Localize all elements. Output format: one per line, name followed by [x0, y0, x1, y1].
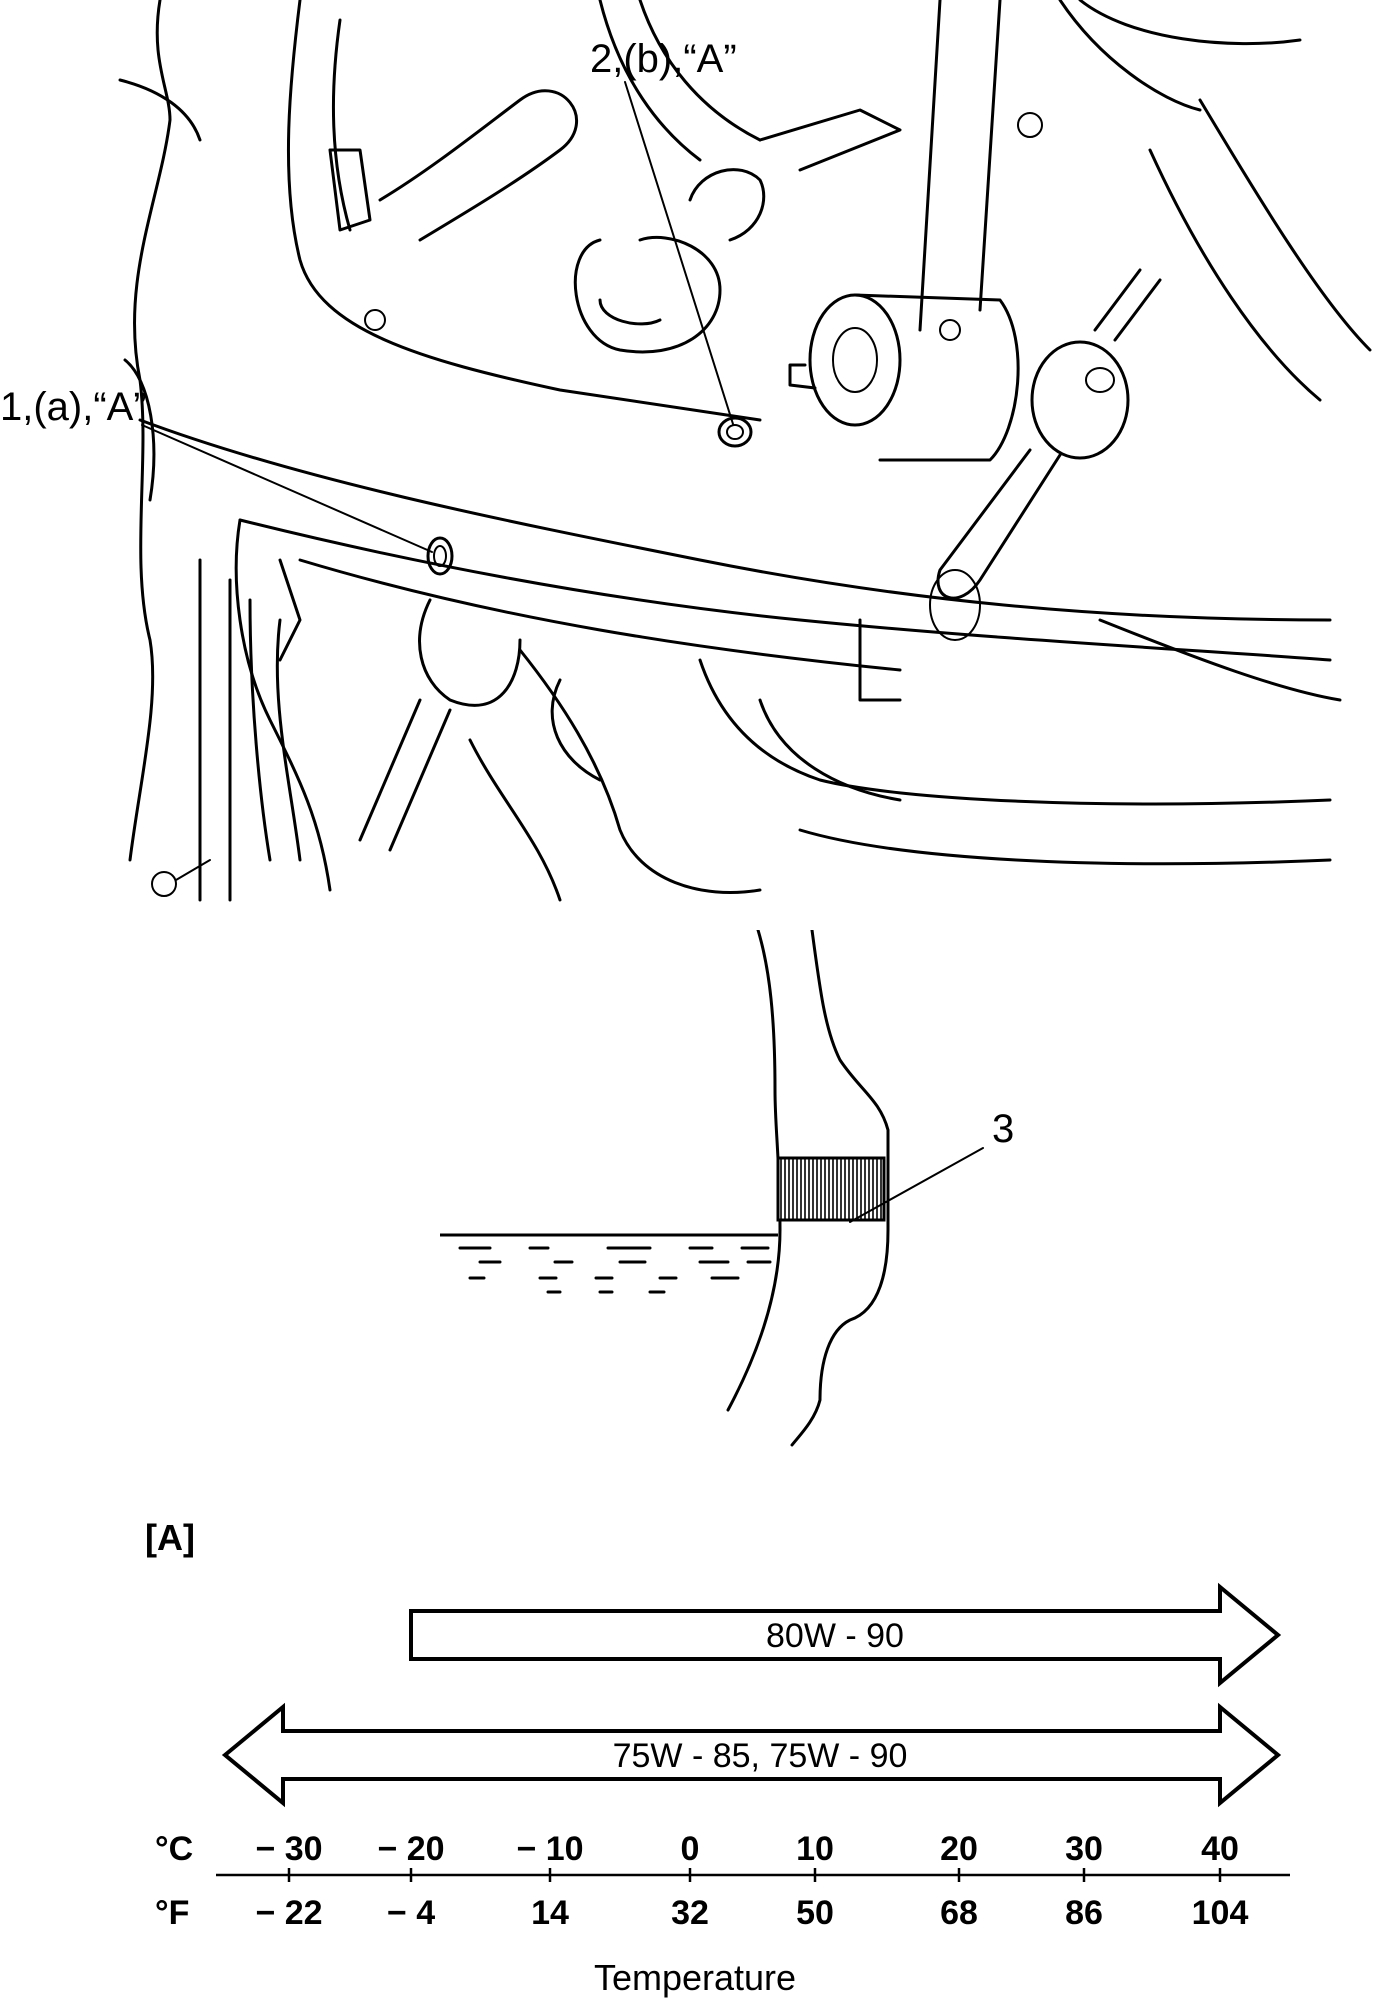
oil-level-detail: 3 [0, 930, 1376, 1450]
celsius-tick-label: − 10 [516, 1830, 583, 1868]
level-marker [776, 1156, 886, 1222]
axis-ticks: − 30 − 22 − 20 − 4 − 10 14 0 32 10 50 20 68 30 86 40 10… [255, 1830, 1248, 1932]
bolt-1 [426, 536, 454, 576]
grade-label: 80W - 90 [766, 1617, 904, 1655]
viscosity-chart-svg: [A] 80W - 90 75W - 85, 75W - 90 °C °F − 3… [145, 1517, 1290, 1998]
fahrenheit-tick-label: 86 [1065, 1894, 1103, 1932]
axis-title: Temperature [594, 1957, 796, 1998]
viscosity-chart: [A] 80W - 90 75W - 85, 75W - 90 °C °F − 3… [0, 1480, 1376, 2000]
celsius-tick-label: 20 [940, 1830, 978, 1868]
callout-1: 1,(a),“A” [0, 385, 147, 429]
celsius-tick-label: − 20 [377, 1830, 444, 1868]
underbody-drawing: 1,(a),“A” 2,(b),“A” [0, 0, 1372, 902]
grade-arrows: 80W - 90 75W - 85, 75W - 90 [221, 1582, 1282, 1808]
bolt-hole [364, 309, 386, 331]
fahrenheit-tick-label: 68 [940, 1894, 978, 1932]
fahrenheit-tick-label: − 4 [387, 1894, 435, 1932]
underbody-illustration: 1,(a),“A” 2,(b),“A” [0, 0, 1376, 910]
celsius-tick-label: 0 [681, 1830, 700, 1868]
celsius-tick-label: 30 [1065, 1830, 1103, 1868]
chart-label: [A] [145, 1517, 195, 1558]
fahrenheit-tick-label: 104 [1192, 1894, 1249, 1932]
celsius-unit: °C [155, 1830, 193, 1868]
celsius-tick-label: 10 [796, 1830, 834, 1868]
callout-3: 3 [992, 1107, 1014, 1151]
fahrenheit-unit: °F [155, 1894, 189, 1932]
callout-2: 2,(b),“A” [590, 37, 737, 81]
fahrenheit-tick-label: 14 [531, 1894, 569, 1932]
fahrenheit-tick-label: − 22 [255, 1894, 322, 1932]
fahrenheit-tick-label: 50 [796, 1894, 834, 1932]
oil-level-drawing: 3 [440, 930, 1014, 1447]
bolt-2 [717, 416, 753, 448]
celsius-tick-label: − 30 [255, 1830, 322, 1868]
fahrenheit-tick-label: 32 [671, 1894, 709, 1932]
grade-label: 75W - 85, 75W - 90 [613, 1737, 908, 1775]
grade-arrow [221, 1702, 1282, 1808]
celsius-tick-label: 40 [1201, 1830, 1239, 1868]
fluid-ripples [458, 1246, 772, 1294]
grade-arrow [409, 1582, 1282, 1688]
